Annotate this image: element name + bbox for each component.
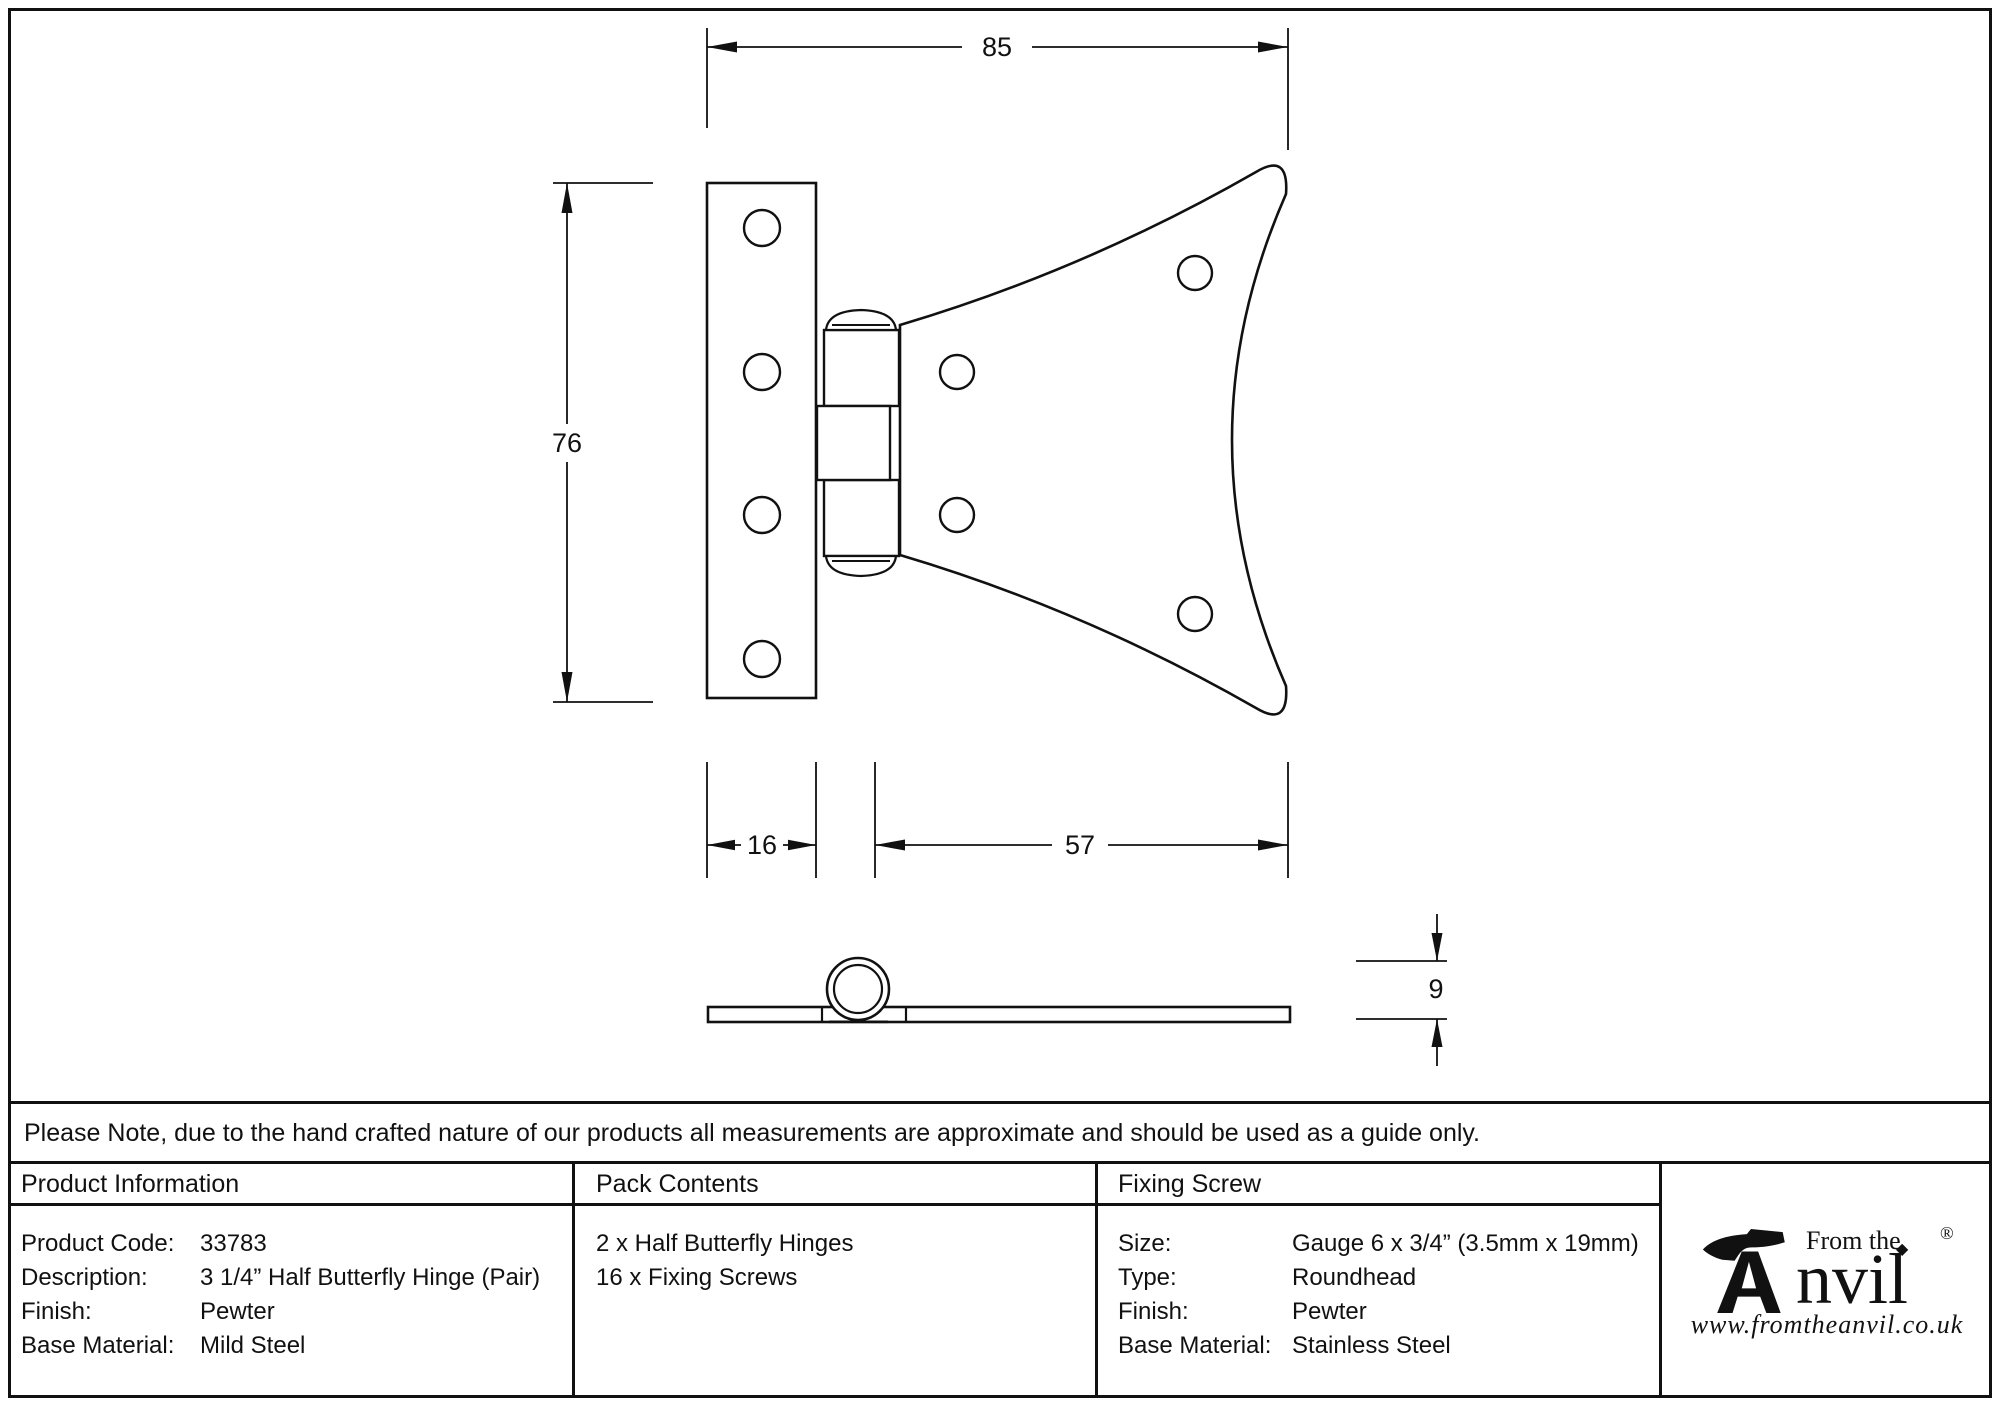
arrowhead (707, 41, 737, 53)
dimension-leaf-width (706, 762, 817, 878)
row-label: Size: (1118, 1230, 1172, 1257)
arrowhead (1431, 933, 1443, 961)
arrowhead (875, 839, 905, 851)
wing-outline (898, 164, 1288, 716)
header-bottom-rule (8, 1203, 1660, 1206)
arrowhead (788, 839, 816, 851)
row-label: Product Code: (21, 1230, 175, 1257)
note-band-top-rule (8, 1101, 1992, 1104)
row-label: Description: (21, 1264, 148, 1291)
row-value: Pewter (200, 1298, 275, 1325)
side-view-barrel-outer (825, 956, 891, 1022)
arrowhead (561, 183, 573, 213)
dim-label-76: 76 (552, 428, 582, 458)
row-value: Mild Steel (200, 1332, 306, 1359)
row-value: Pewter (1292, 1298, 1367, 1325)
column-divider (1095, 1161, 1098, 1398)
row-value: Stainless Steel (1292, 1332, 1451, 1359)
dim-label-85: 85 (982, 32, 1012, 62)
row-value: 3 1/4” Half Butterfly Hinge (Pair) (200, 1264, 541, 1291)
knuckle-segment-middle (815, 404, 892, 482)
arrowhead (1431, 1019, 1443, 1047)
arrowhead (1258, 839, 1288, 851)
logo-anvil-wordmark: nvil (1796, 1239, 1909, 1319)
row-label: Type: (1118, 1264, 1177, 1291)
page-border (8, 8, 1992, 1398)
side-view (706, 956, 1292, 1024)
leaf-plate (705, 181, 818, 700)
dim-label-9: 9 (1428, 974, 1443, 1004)
knuckle-segment-bottom (822, 478, 901, 558)
screw-hole (742, 639, 782, 679)
logo-website-url: www.fromtheanvil.co.uk (1690, 1310, 1964, 1339)
dimension-total-width (706, 28, 1289, 150)
dim-label-16: 16 (747, 830, 777, 860)
column-divider (572, 1161, 575, 1398)
header-top-rule (8, 1161, 1992, 1164)
screw-hole (938, 496, 976, 534)
row-label: Finish: (21, 1298, 92, 1325)
hinge-technical-drawing: 85 76 16 (552, 28, 1447, 1066)
row-value: Gauge 6 x 3/4” (3.5mm x 19mm) (1292, 1230, 1639, 1257)
side-view-barrel-inner (832, 963, 884, 1015)
row-label: Finish: (1118, 1298, 1189, 1325)
header-product-information: Product Information (21, 1170, 240, 1198)
screw-hole (742, 352, 782, 392)
pack-item: 16 x Fixing Screws (596, 1264, 798, 1291)
arrowhead (707, 839, 735, 851)
row-label: Base Material: (1118, 1332, 1272, 1359)
column-divider (1659, 1161, 1662, 1398)
brand-logo: From the ◆ nvil ® www.fromtheanvil.co.uk (1662, 1163, 1992, 1395)
diamond-icon: ◆ (1896, 1241, 1909, 1258)
row-value: 33783 (200, 1230, 267, 1257)
row-label: Base Material: (21, 1332, 175, 1359)
screw-hole (742, 495, 782, 535)
anvil-icon (1702, 1229, 1785, 1313)
measurement-note: Please Note, due to the hand crafted nat… (24, 1119, 1481, 1147)
screw-hole (742, 208, 782, 248)
screw-hole (1176, 595, 1214, 633)
dimension-wing-width (874, 762, 1289, 878)
header-fixing-screw: Fixing Screw (1118, 1170, 1262, 1198)
row-value: Roundhead (1292, 1264, 1417, 1291)
dimension-height (553, 182, 653, 703)
header-pack-contents: Pack Contents (596, 1170, 759, 1198)
arrowhead (1258, 41, 1288, 53)
pack-item: 2 x Half Butterfly Hinges (596, 1230, 854, 1257)
arrowhead (561, 672, 573, 702)
dim-label-57: 57 (1065, 830, 1095, 860)
dimension-thickness (1356, 914, 1447, 1066)
screw-hole (938, 353, 976, 391)
registered-mark-icon: ® (1940, 1223, 1954, 1243)
logo-from-the: From the (1806, 1226, 1901, 1255)
screw-hole (1176, 254, 1214, 292)
